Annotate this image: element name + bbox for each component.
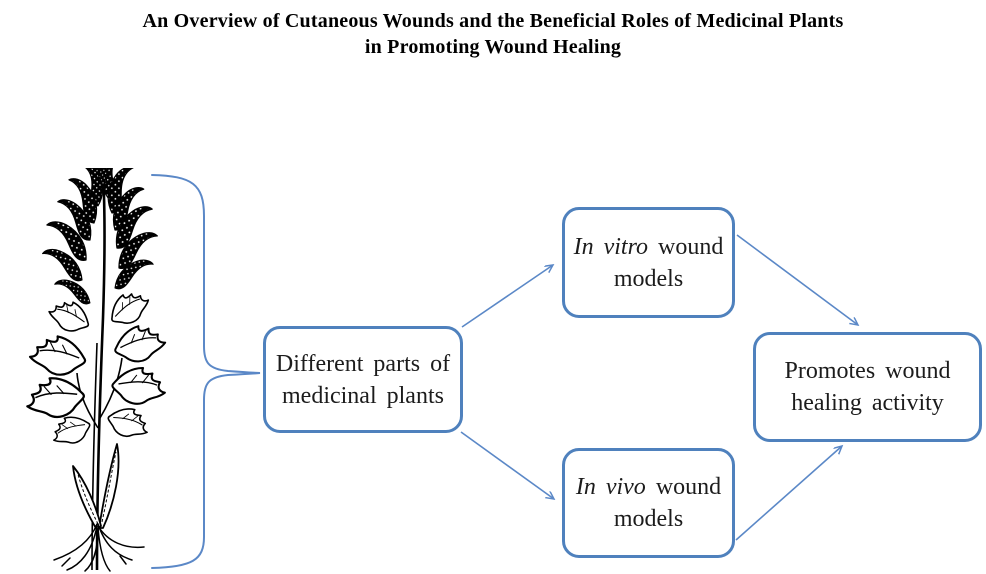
page-title: An Overview of Cutaneous Wounds and the … [0,8,986,60]
source-box: Different parts of medicinal plants [263,326,463,433]
plant-dark-fronds [37,168,165,306]
invitro-box: In vitro wound models [562,207,735,318]
outcome-box-label: Promotes wound healing activity [784,358,951,416]
invitro-box-label: In vitro wound models [573,233,724,292]
medicinal-plant-illustration [20,168,170,572]
title-line-2: in Promoting Wound Healing [364,36,622,58]
outcome-box: Promotes wound healing activity [753,332,982,442]
title-line-1: An Overview of Cutaneous Wounds and the … [142,10,844,32]
invivo-box-label: In vivo wound models [575,474,722,532]
invivo-to-outcome-arrow [735,446,842,541]
invitro-to-outcome-arrow [736,234,858,325]
source-to-invitro-arrow [461,265,553,328]
plant-roots [53,523,145,572]
plant-basal-leaves [72,443,120,531]
source-box-label: Different parts of medicinal plants [275,350,451,409]
invivo-box: In vivo wound models [562,448,735,558]
source-to-invivo-arrow [460,431,554,499]
